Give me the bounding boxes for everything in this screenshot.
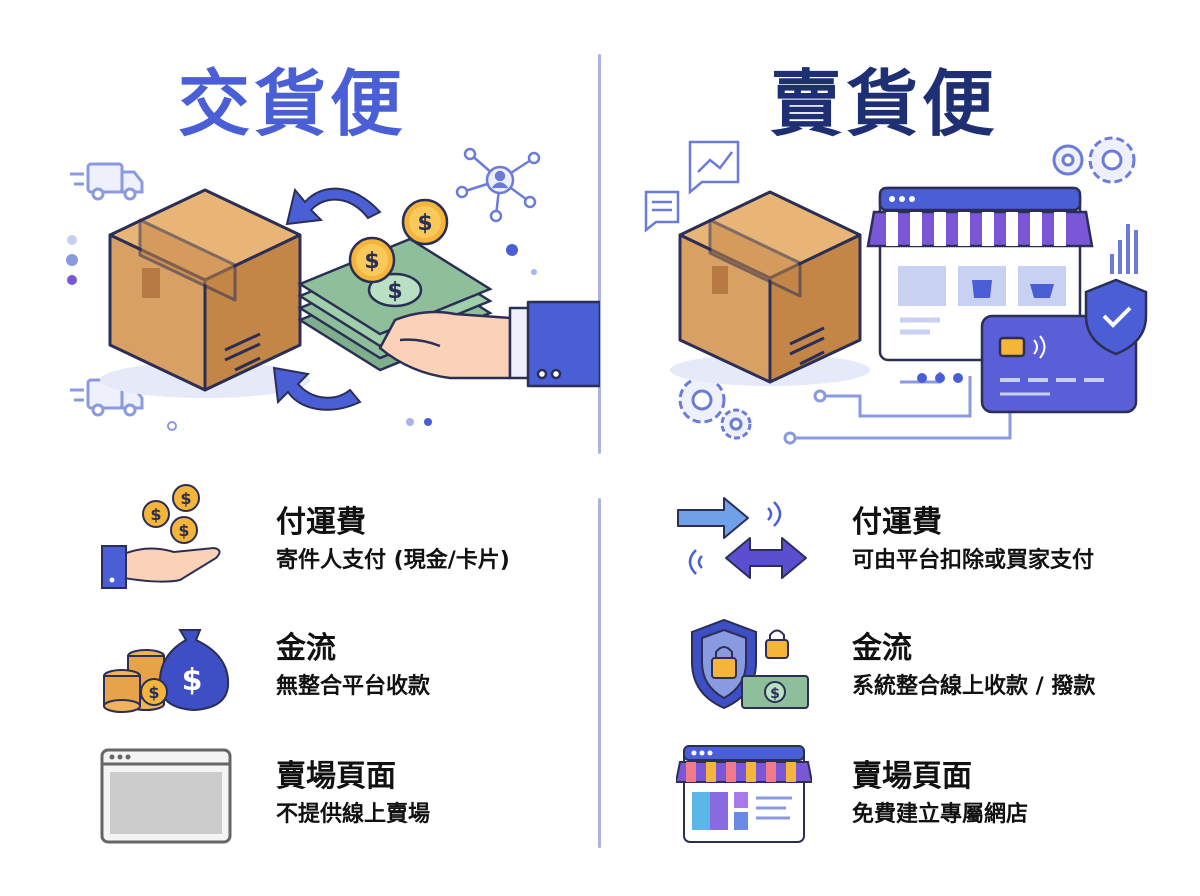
svg-text:$: $: [770, 686, 780, 702]
cardboard-box-icon: [100, 188, 310, 398]
feature-heading: 付運費: [276, 505, 366, 540]
feature-description: 系統整合線上收款 / 撥款: [852, 674, 1096, 699]
gear-icon: [678, 136, 1136, 440]
feature-heading: 賣場頁面: [276, 759, 396, 794]
feature-heading: 賣場頁面: [852, 759, 972, 794]
svg-text:$: $: [180, 489, 191, 508]
cardboard-box-icon: [670, 190, 870, 386]
dollar-coin-icon: $ $: [348, 198, 449, 284]
money-bag-icon: $ $: [103, 629, 230, 713]
blank-browser-icon: [100, 748, 232, 844]
feature-storepage-right: 賣場頁面 免費建立專屬網店: [852, 760, 1028, 830]
right-title: 賣貨便: [770, 62, 999, 146]
feature-storepage-left: 賣場頁面 不提供線上賣場: [276, 760, 430, 830]
svg-text:$: $: [387, 279, 402, 304]
online-store-icon: [676, 745, 812, 843]
network-node-icon: [455, 147, 541, 223]
feature-cashflow-left: 金流 無整合平台收款: [276, 632, 430, 702]
transfer-arrows-icon: [677, 497, 807, 579]
feature-cashflow-right: 金流 系統整合線上收款 / 撥款: [852, 632, 1095, 702]
svg-text:$: $: [417, 211, 432, 236]
feature-heading: 金流: [276, 631, 336, 666]
bottom-divider: [598, 498, 601, 848]
svg-text:$: $: [178, 521, 189, 540]
right-hero-illustration: [644, 136, 1148, 445]
svg-text:$: $: [150, 505, 161, 524]
feature-description: 可由平台扣除或買家支付: [852, 548, 1095, 573]
coins-in-hand-icon: $ $ $: [101, 484, 221, 589]
arrow-left-icon: [272, 366, 362, 411]
svg-text:$: $: [182, 663, 203, 698]
feature-description: 寄件人支付 (現金/卡片): [276, 548, 510, 573]
feature-heading: 金流: [852, 631, 912, 666]
feature-description: 不提供線上賣場: [276, 802, 431, 827]
left-hero-illustration: $ $ $: [66, 147, 600, 431]
feature-description: 無整合平台收款: [276, 674, 431, 699]
feature-description: 免費建立專屬網店: [852, 802, 1029, 827]
feature-heading: 付運費: [852, 505, 942, 540]
feature-shipping-right: 付運費 可由平台扣除或買家支付: [852, 506, 1094, 576]
svg-text:$: $: [148, 683, 159, 702]
secure-payment-icon: $: [691, 618, 809, 710]
bar-chart-icon: [1110, 224, 1138, 274]
left-title: 交貨便: [178, 62, 407, 146]
hand-icon: [378, 300, 600, 388]
analytics-chat-icon: [644, 140, 740, 233]
feature-shipping-left: 付運費 寄件人支付 (現金/卡片): [276, 506, 510, 576]
security-shield-icon: [1084, 278, 1148, 356]
top-divider: [598, 54, 601, 454]
arrow-left-icon: [285, 187, 382, 226]
svg-text:$: $: [364, 249, 379, 274]
delivery-truck-icon: [70, 162, 144, 201]
